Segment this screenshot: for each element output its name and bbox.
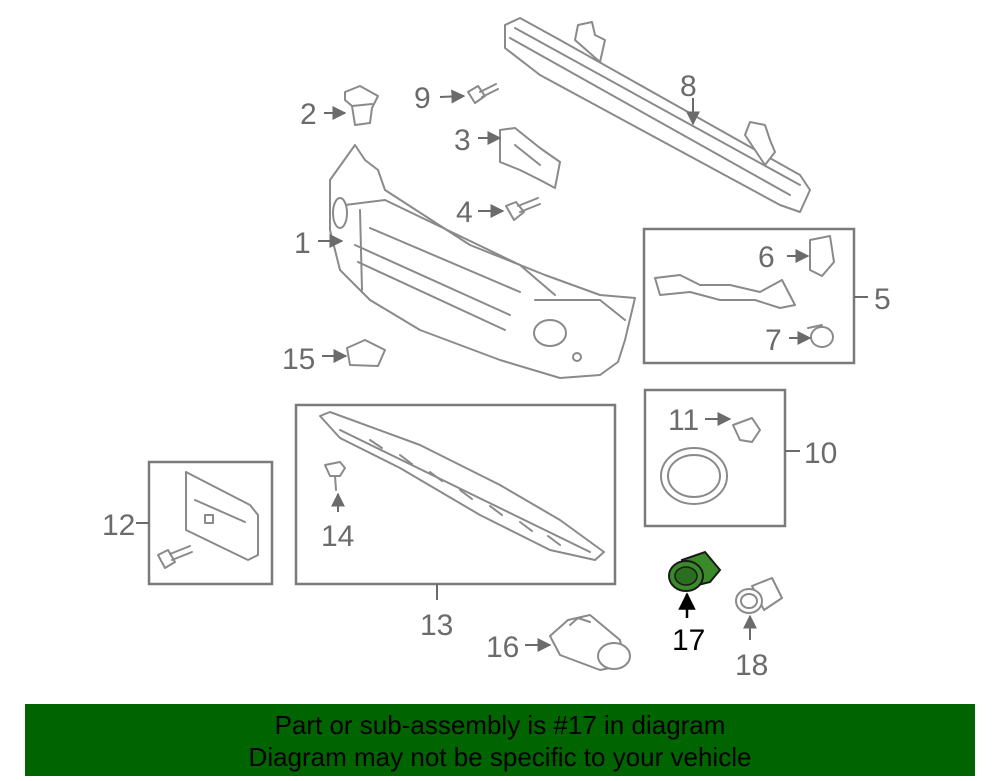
callout-14: 14 bbox=[321, 520, 354, 553]
info-banner: Part or sub-assembly is #17 in diagram D… bbox=[25, 704, 975, 776]
part-5-bracket[interactable] bbox=[654, 274, 796, 309]
callout-9: 9 bbox=[414, 82, 431, 115]
part-15-cap[interactable] bbox=[346, 339, 386, 367]
callout-6: 6 bbox=[758, 241, 775, 274]
part-10-trim-ring[interactable] bbox=[660, 447, 728, 505]
callout-10: 10 bbox=[804, 437, 837, 470]
part-14-clip[interactable] bbox=[324, 461, 346, 491]
part-17-sensor-retainer-highlighted[interactable] bbox=[668, 550, 722, 592]
part-12-license-bracket[interactable] bbox=[185, 471, 259, 561]
assembly-13-box bbox=[294, 403, 617, 586]
part-16-parking-sensor[interactable] bbox=[549, 614, 631, 671]
part-18-sensor-retainer[interactable] bbox=[735, 577, 783, 614]
part-13-grille-molding[interactable] bbox=[319, 411, 605, 561]
callout-17: 17 bbox=[672, 624, 705, 657]
part-6-clip[interactable] bbox=[809, 235, 835, 277]
part-11-clip[interactable] bbox=[732, 417, 761, 443]
callout-5: 5 bbox=[874, 283, 891, 316]
callout-12: 12 bbox=[102, 509, 135, 542]
part-3-bracket[interactable] bbox=[499, 127, 561, 189]
callout-3: 3 bbox=[454, 124, 471, 157]
assembly-10-box bbox=[643, 388, 787, 528]
parts-diagram: 8 9 2 3 4 1 bbox=[102, 17, 891, 682]
banner-line-2: Diagram may not be specific to your vehi… bbox=[248, 742, 752, 772]
callout-16: 16 bbox=[486, 631, 519, 664]
callout-1: 1 bbox=[294, 227, 311, 260]
part-12-bolt[interactable] bbox=[157, 545, 193, 569]
callout-4: 4 bbox=[456, 196, 473, 229]
callout-15: 15 bbox=[282, 343, 315, 376]
callout-2: 2 bbox=[300, 98, 317, 131]
callout-18: 18 bbox=[735, 649, 768, 682]
part-1-bumper-cover[interactable] bbox=[329, 144, 636, 379]
callout-7: 7 bbox=[765, 324, 782, 357]
part-7-push-pin[interactable] bbox=[807, 324, 834, 348]
leader-9 bbox=[439, 89, 466, 104]
part-8-reinforcement-beam[interactable] bbox=[504, 17, 811, 213]
part-9-bolt[interactable] bbox=[467, 83, 499, 104]
part-2-clip[interactable] bbox=[344, 85, 379, 126]
callout-11: 11 bbox=[668, 404, 699, 437]
banner-line-1: Part or sub-assembly is #17 in diagram bbox=[274, 710, 726, 740]
callout-8: 8 bbox=[680, 70, 697, 103]
part-4-bolt[interactable] bbox=[505, 197, 541, 221]
callout-13: 13 bbox=[420, 609, 453, 642]
